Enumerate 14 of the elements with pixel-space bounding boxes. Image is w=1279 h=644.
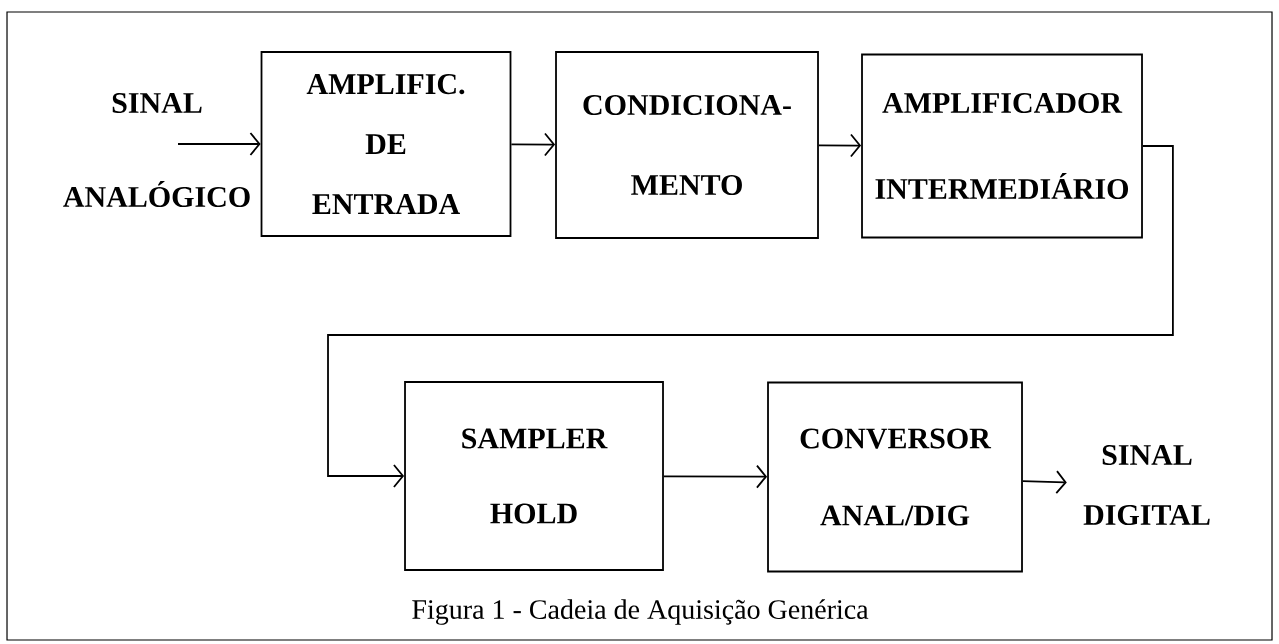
process-box: AMPLIFICADOR INTERMEDIÁRIO bbox=[861, 53, 1143, 239]
process-box: CONVERSOR ANAL/DIG bbox=[767, 381, 1023, 573]
signal-label: SINAL ANALÓGICO bbox=[63, 92, 250, 208]
arrow bbox=[327, 145, 1174, 488]
arrow bbox=[177, 132, 261, 156]
arrow bbox=[663, 464, 768, 489]
arrow bbox=[510, 132, 556, 157]
caption: Figura 1 - Cadeia de Aquisição Genérica bbox=[412, 599, 869, 625]
process-box: SAMPLER HOLD bbox=[404, 381, 664, 571]
process-box: AMPLIFIC. DE ENTRADA bbox=[260, 51, 512, 237]
process-box: CONDICIONA- MENTO bbox=[555, 51, 819, 239]
arrow bbox=[818, 133, 862, 158]
arrow bbox=[1022, 470, 1067, 494]
signal-label: SINAL DIGITAL bbox=[1083, 444, 1210, 526]
